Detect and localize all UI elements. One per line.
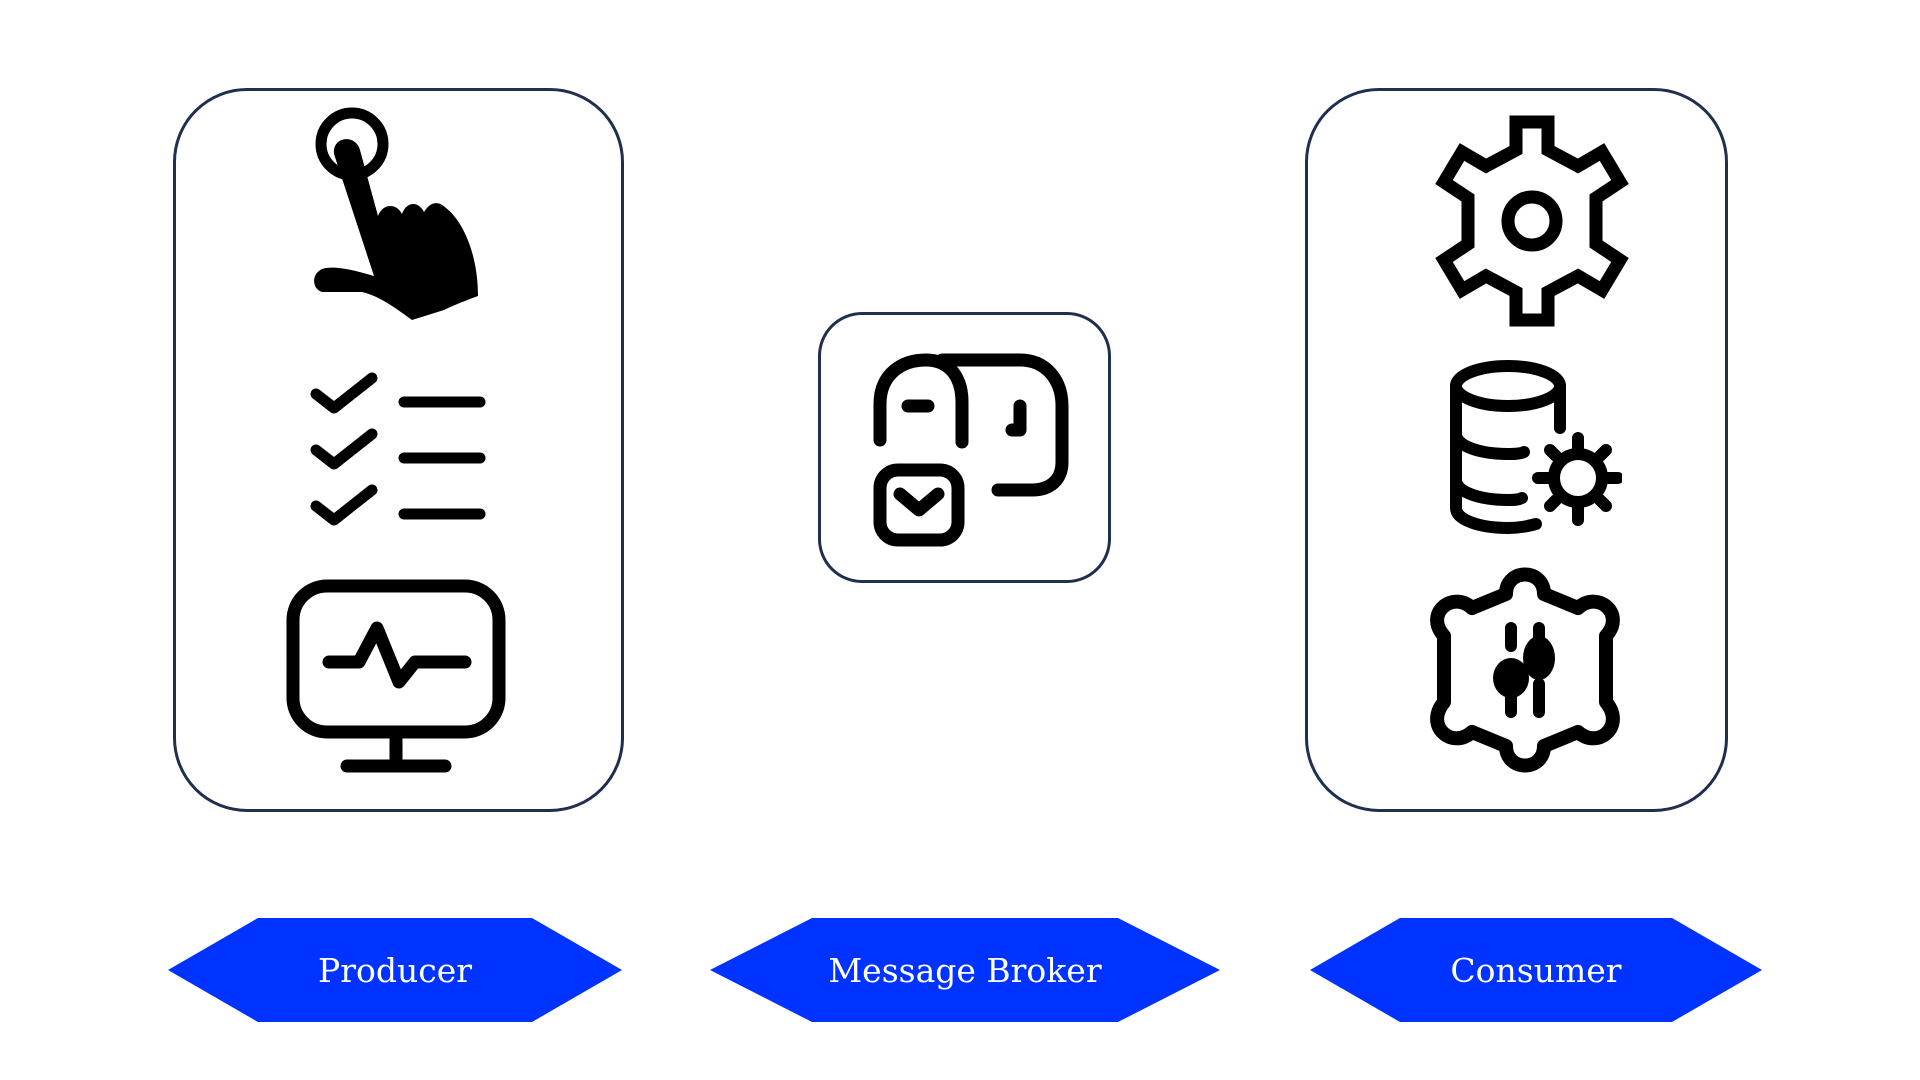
message-broker-label: Message Broker (710, 918, 1220, 1022)
monitor-pulse-icon (286, 579, 506, 773)
checklist-icon (310, 372, 486, 526)
gear-icon (1435, 115, 1629, 327)
message-exchange-icon (873, 353, 1069, 547)
hand-pointer-icon (314, 107, 478, 320)
consumer-label-text: Consumer (1450, 950, 1622, 990)
message-broker-label-text: Message Broker (828, 950, 1102, 990)
cog-sliders-icon (1430, 567, 1620, 773)
consumer-label: Consumer (1310, 918, 1762, 1022)
producer-label-shape (168, 918, 622, 1022)
producer-label-text: Producer (317, 950, 472, 990)
producer-box (173, 88, 624, 812)
consumer-label-shape (1310, 918, 1762, 1022)
producer-label: Producer (168, 918, 622, 1022)
database-settings-icon (1450, 360, 1622, 534)
message-broker-label-shape (710, 918, 1220, 1022)
